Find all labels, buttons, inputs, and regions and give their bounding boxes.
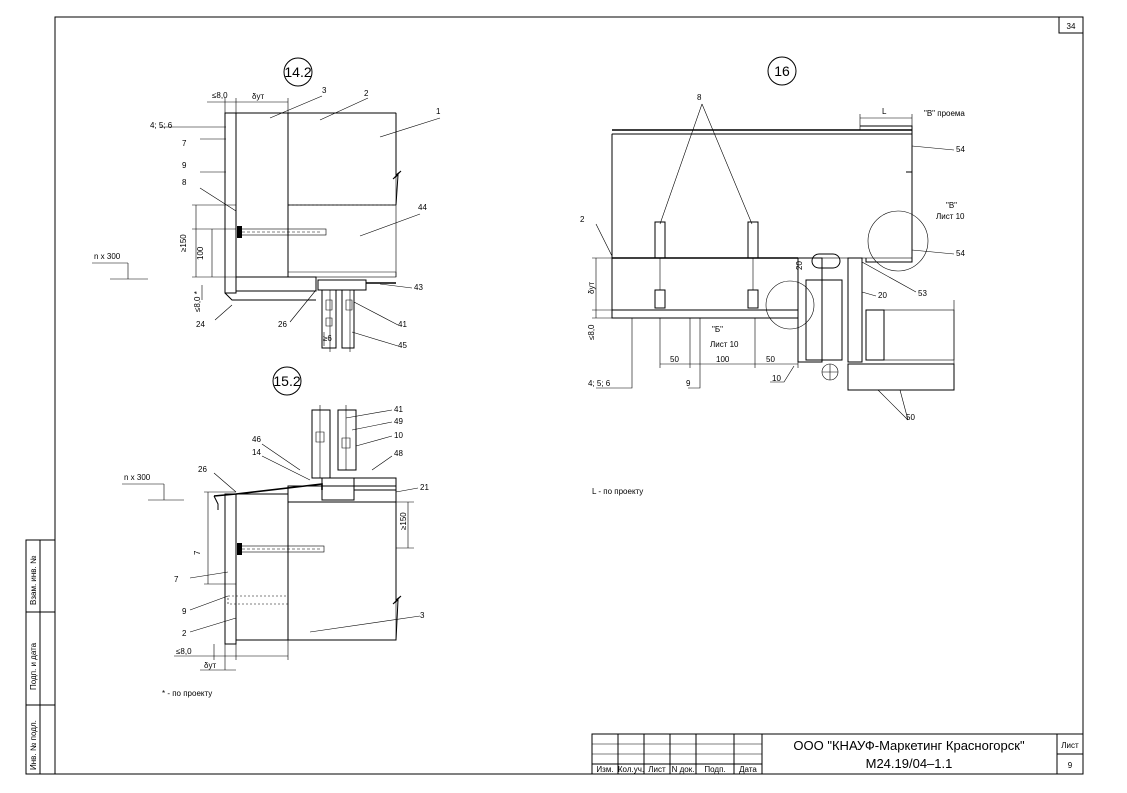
callout-label: "В" [946, 201, 957, 210]
callout-label: n x 300 [94, 252, 121, 261]
callout-label: ≤8,0 [176, 647, 192, 656]
stamp-column: Подп. [704, 765, 725, 774]
callout-label: 2 [182, 629, 187, 638]
callout-label: 7 [182, 139, 187, 148]
callout-label: 1 [436, 107, 441, 116]
callout-label: 45 [398, 341, 407, 350]
callout-label: δут [252, 92, 264, 101]
callout-label: "В" проема [924, 109, 965, 118]
anchor-dowel [237, 226, 327, 238]
stamp-column: Изм. [596, 765, 613, 774]
callout-label: 20 [795, 261, 804, 270]
callout-label: 2 [580, 215, 585, 224]
callout-label: 10 [394, 431, 403, 440]
callout-label: 41 [394, 405, 403, 414]
sheet-frame [54, 16, 1084, 775]
callout-label: 26 [198, 465, 207, 474]
callout-label: ≤8,0 [212, 91, 228, 100]
callout-label: ≤8,0 [587, 324, 596, 340]
callout-label: 49 [394, 417, 403, 426]
stamp-column: Дата [739, 765, 757, 774]
detail-title: 14.2 [284, 64, 311, 80]
side-stamp-label: Инв. № подл. [29, 720, 38, 770]
callout-label: 4; 5; 6 [150, 121, 173, 130]
callout-label: 21 [420, 483, 429, 492]
callout-label: 50 [670, 355, 679, 364]
sheet-label: Лист [1061, 741, 1079, 750]
callout-label: 53 [918, 289, 927, 298]
corner-number: 34 [1067, 22, 1076, 31]
detail-16: 16 [580, 56, 965, 496]
callout-label: 4; 5; 6 [588, 379, 611, 388]
side-stamp-label: Подп. и дата [29, 642, 38, 690]
callout-label: 50 [906, 413, 915, 422]
bracket [654, 221, 759, 309]
callout-label: 46 [252, 435, 261, 444]
callout-label: n x 300 [124, 473, 151, 482]
document-code: М24.19/04–1.1 [866, 756, 953, 771]
callout-label: ≥6 [323, 334, 332, 343]
callout-label: 24 [196, 320, 205, 329]
callout-label: 54 [956, 145, 965, 154]
detail-14-2: 14.2 ≤8,0 δут [92, 57, 441, 352]
callout-label: L [882, 107, 887, 116]
callout-label: δут [204, 661, 216, 670]
side-stamp: Взам. инв. № Подп. и дата Инв. № подл. [25, 539, 56, 775]
callout-label: 8 [697, 93, 702, 102]
callout-label: 8 [182, 178, 187, 187]
callout-label: 26 [278, 320, 287, 329]
callout-label: 44 [418, 203, 427, 212]
callout-label: ≥150 [399, 512, 408, 530]
callout-label: 100 [716, 355, 730, 364]
callout-label: δут [587, 282, 596, 294]
callout-label: 14 [252, 448, 261, 457]
stamp-column: Кол.уч. [618, 765, 644, 774]
detail-15-2: 15.2 7 ≥150 [122, 366, 429, 698]
callout-label: Лист 10 [710, 340, 739, 349]
callout-label: 9 [686, 379, 691, 388]
company-name: ООО "КНАУФ-Маркетинг Красногорск" [793, 738, 1025, 753]
callout-label: 9 [182, 607, 187, 616]
footnote: * - по проекту [162, 689, 212, 698]
detail-title: 16 [774, 63, 790, 79]
side-stamp-label: Взам. инв. № [29, 555, 38, 605]
callout-label: 7 [174, 575, 179, 584]
stamp-column: N док. [672, 765, 695, 774]
title-block: Изм. Кол.уч. Лист N док. Подп. Дата ООО … [591, 733, 1084, 775]
callout-label: 2 [364, 89, 369, 98]
callout-label: ≥150 [179, 234, 188, 252]
callout-label: ≤8,0 * [193, 291, 202, 312]
callout-label: 50 [766, 355, 775, 364]
callout-label: 3 [322, 86, 327, 95]
callout-label: "Б" [712, 325, 723, 334]
callout-label: Лист 10 [936, 212, 965, 221]
sheet-number: 9 [1068, 761, 1073, 770]
stamp-column: Лист [648, 765, 666, 774]
callout-label: 100 [196, 246, 205, 260]
callout-label: 43 [414, 283, 423, 292]
l-note: L - по проекту [592, 487, 643, 496]
callout-label: 48 [394, 449, 403, 458]
callout-label: 54 [956, 249, 965, 258]
detail-title: 15.2 [273, 373, 300, 389]
callout-label: 7 [193, 550, 202, 555]
corner-box [1058, 16, 1084, 34]
callout-label: 10 [772, 374, 781, 383]
callout-label: 3 [420, 611, 425, 620]
callout-label: 9 [182, 161, 187, 170]
callout-label: 41 [398, 320, 407, 329]
callout-label: 20 [878, 291, 887, 300]
